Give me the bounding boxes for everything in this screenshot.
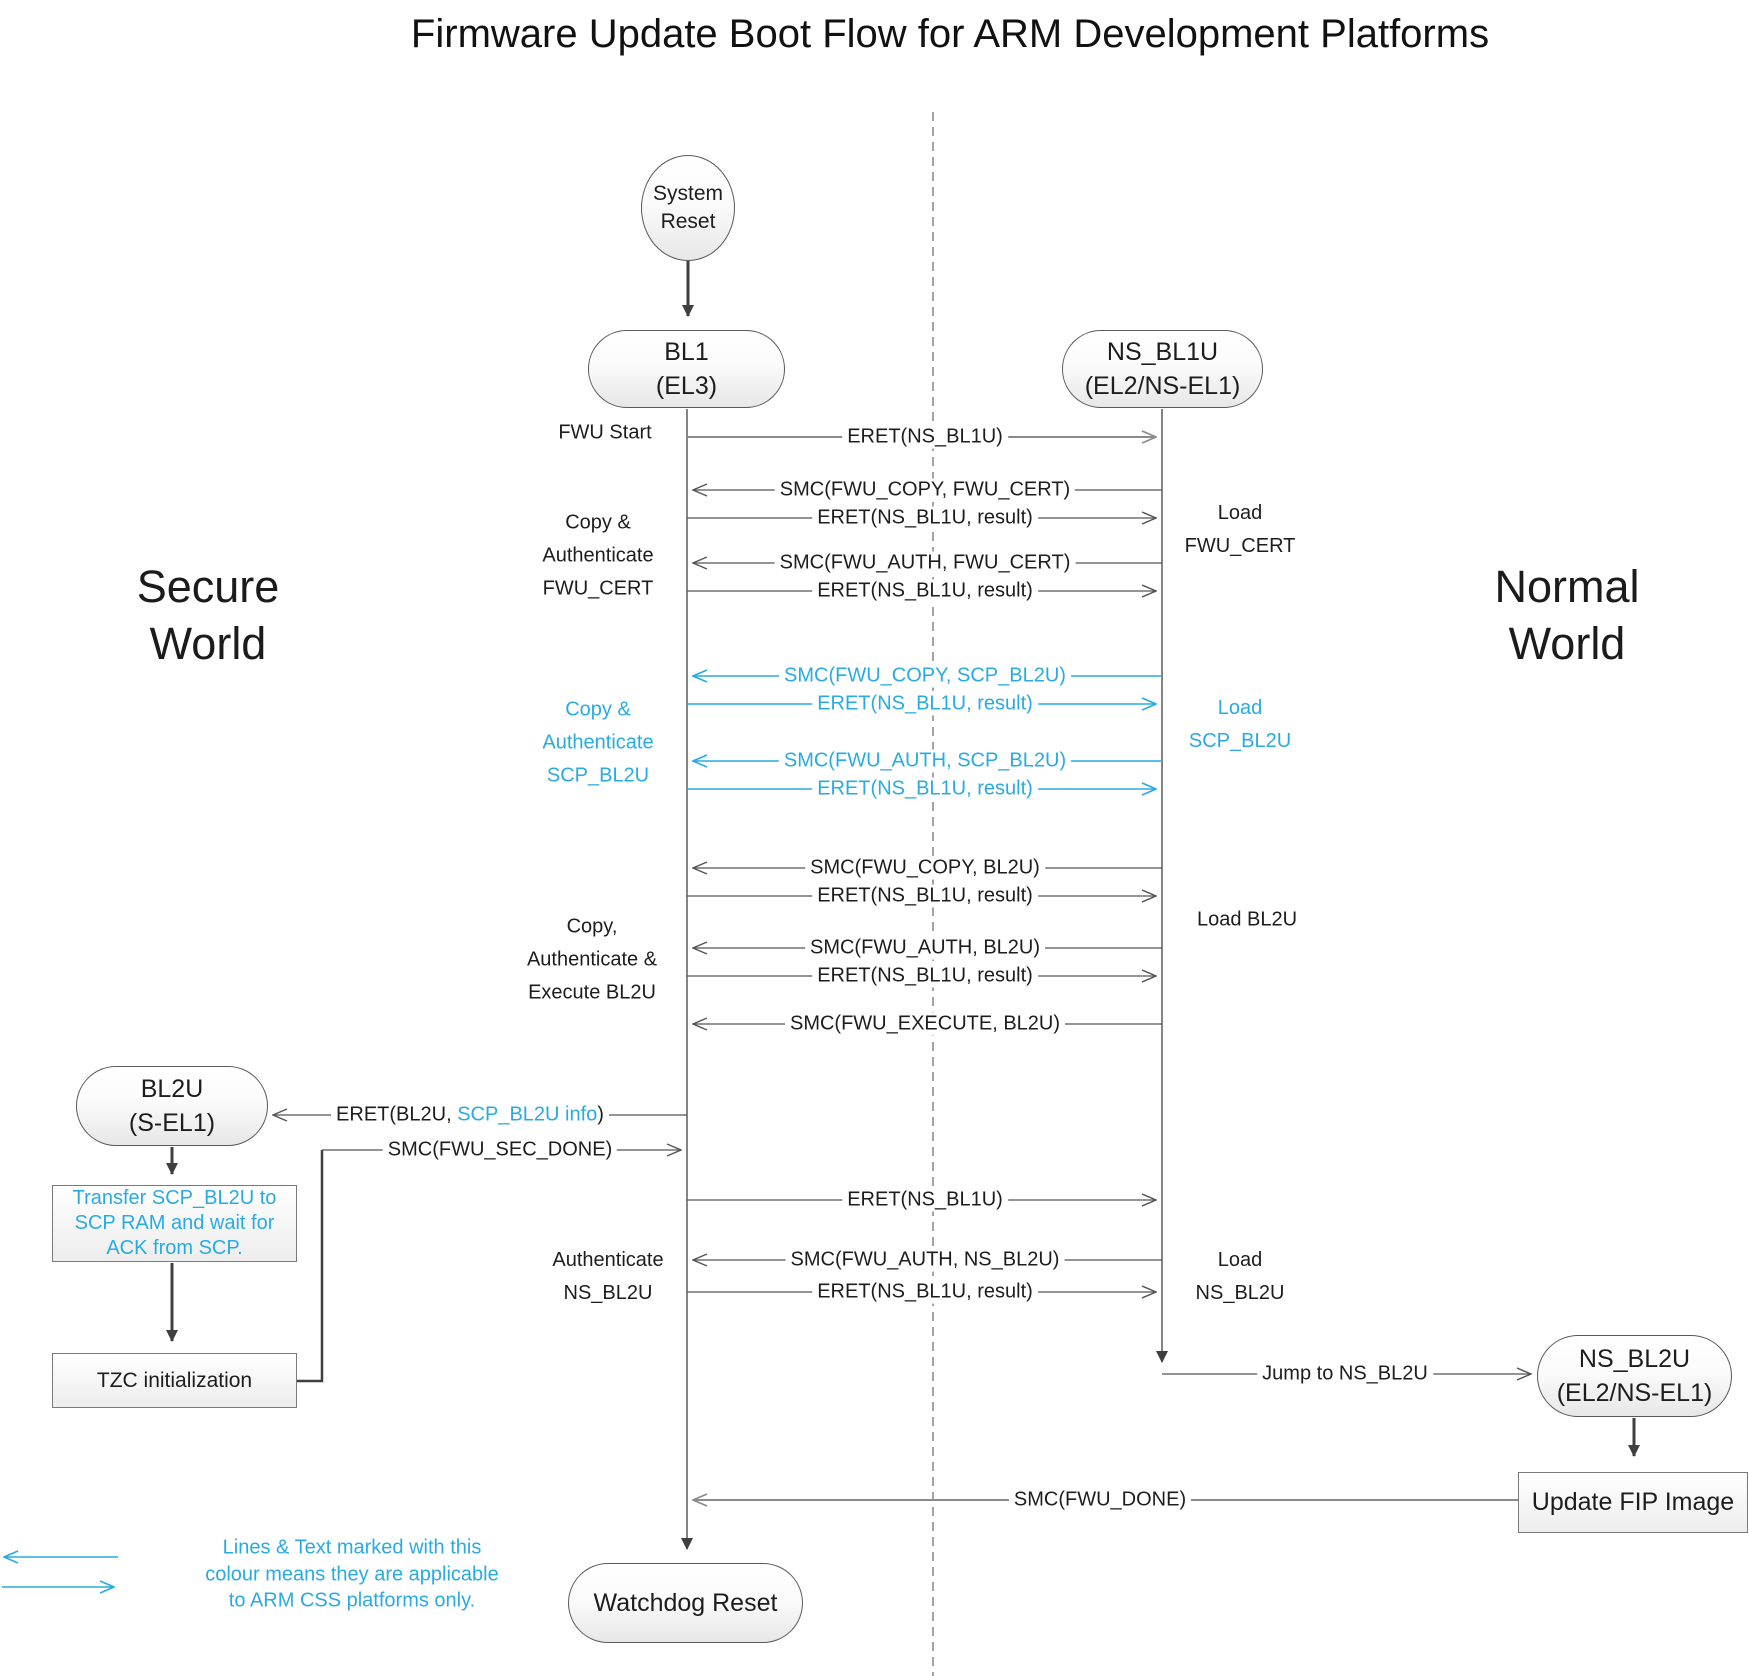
message-jump-ns-bl2u: Jump to NS_BL2U — [1257, 1362, 1433, 1386]
message-smc-auth-scp: SMC(FWU_AUTH, SCP_BL2U) — [778, 749, 1072, 773]
message-eret-result-4: ERET(NS_BL1U, result) — [812, 777, 1038, 801]
page-title: Firmware Update Boot Flow for ARM Develo… — [410, 12, 1490, 56]
label-copy-auth-exec-bl2u: Copy,Authenticate &Execute BL2U — [526, 915, 658, 1004]
label-fwu-start: FWU Start — [558, 421, 652, 444]
box-tzc-initialization: TZC initialization — [52, 1353, 297, 1408]
connector-tzc-to-smc-sec-done — [297, 1150, 324, 1383]
message-smc-auth-bl2u: SMC(FWU_AUTH, BL2U) — [804, 936, 1046, 960]
message-eret-result-1: ERET(NS_BL1U, result) — [812, 506, 1038, 530]
message-smc-done: SMC(FWU_DONE) — [1008, 1488, 1192, 1512]
message-smc-auth-ns-bl2u: SMC(FWU_AUTH, NS_BL2U) — [785, 1248, 1065, 1272]
message-eret-bl2u: ERET(BL2U, SCP_BL2U info) — [331, 1103, 609, 1127]
message-eret-result-3: ERET(NS_BL1U, result) — [812, 692, 1038, 716]
message-eret-result-2: ERET(NS_BL1U, result) — [812, 579, 1038, 603]
message-eret-ns-bl1u: ERET(NS_BL1U) — [842, 1188, 1008, 1212]
label-load-bl2u: Load BL2U — [1196, 908, 1298, 931]
message-eret-result-7: ERET(NS_BL1U, result) — [812, 1280, 1038, 1304]
message-smc-copy-cert: SMC(FWU_COPY, FWU_CERT) — [774, 478, 1076, 502]
message-eret-result-5: ERET(NS_BL1U, result) — [812, 884, 1038, 908]
node-ns-bl1u: NS_BL1U(EL2/NS-EL1) — [1062, 330, 1263, 408]
message-eret-result-6: ERET(NS_BL1U, result) — [812, 964, 1038, 988]
node-bl2u: BL2U(S-EL1) — [76, 1066, 268, 1146]
node-bl1: BL1(EL3) — [588, 330, 785, 408]
message-smc-copy-scp: SMC(FWU_COPY, SCP_BL2U) — [779, 664, 1071, 688]
box-update-fip-image: Update FIP Image — [1518, 1472, 1748, 1533]
message-eret-start: ERET(NS_BL1U) — [842, 425, 1008, 449]
message-smc-execute-bl2u: SMC(FWU_EXECUTE, BL2U) — [784, 1012, 1066, 1036]
node-watchdog-reset: Watchdog Reset — [568, 1563, 803, 1643]
message-smc-auth-cert: SMC(FWU_AUTH, FWU_CERT) — [774, 551, 1076, 575]
message-smc-sec-done: SMC(FWU_SEC_DONE) — [382, 1138, 618, 1162]
message-smc-copy-bl2u: SMC(FWU_COPY, BL2U) — [805, 856, 1045, 880]
node-ns-bl2u: NS_BL2U(EL2/NS-EL1) — [1537, 1335, 1732, 1417]
